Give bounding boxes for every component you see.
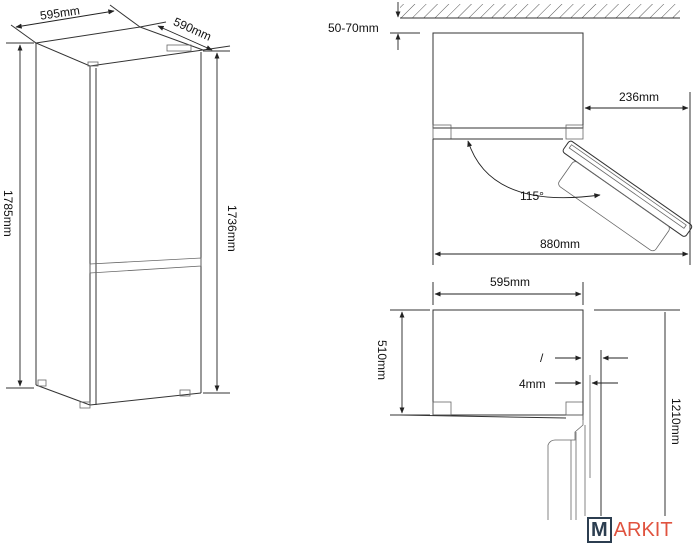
label-top-clearance: 50-70mm: [328, 21, 379, 35]
label-height-1736: 1736mm: [225, 205, 239, 252]
markit-watermark-logo: M ARKIT: [583, 516, 677, 544]
label-install-height-1210: 1210mm: [669, 398, 683, 445]
logo-text: ARKIT: [613, 518, 673, 541]
label-install-depth-510: 510mm: [375, 340, 389, 380]
top-view-installation: [390, 282, 680, 540]
fridge-perspective: [34, 26, 204, 409]
label-depth-590: 590mm: [171, 15, 213, 44]
top-view-door-open: [390, 2, 693, 265]
label-gap: /: [540, 351, 544, 365]
perspective-dimensions: [6, 4, 231, 394]
label-door-angle-115: 115°: [520, 189, 544, 203]
logo-box-letter: M: [587, 517, 612, 543]
label-install-width-595: 595mm: [490, 275, 530, 289]
label-door-offset-236: 236mm: [619, 90, 659, 104]
label-door-gap-4: 4mm: [519, 377, 546, 391]
label-open-width-880: 880mm: [540, 237, 580, 251]
label-height-1785: 1785mm: [1, 190, 15, 237]
label-width-595: 595mm: [39, 3, 81, 22]
